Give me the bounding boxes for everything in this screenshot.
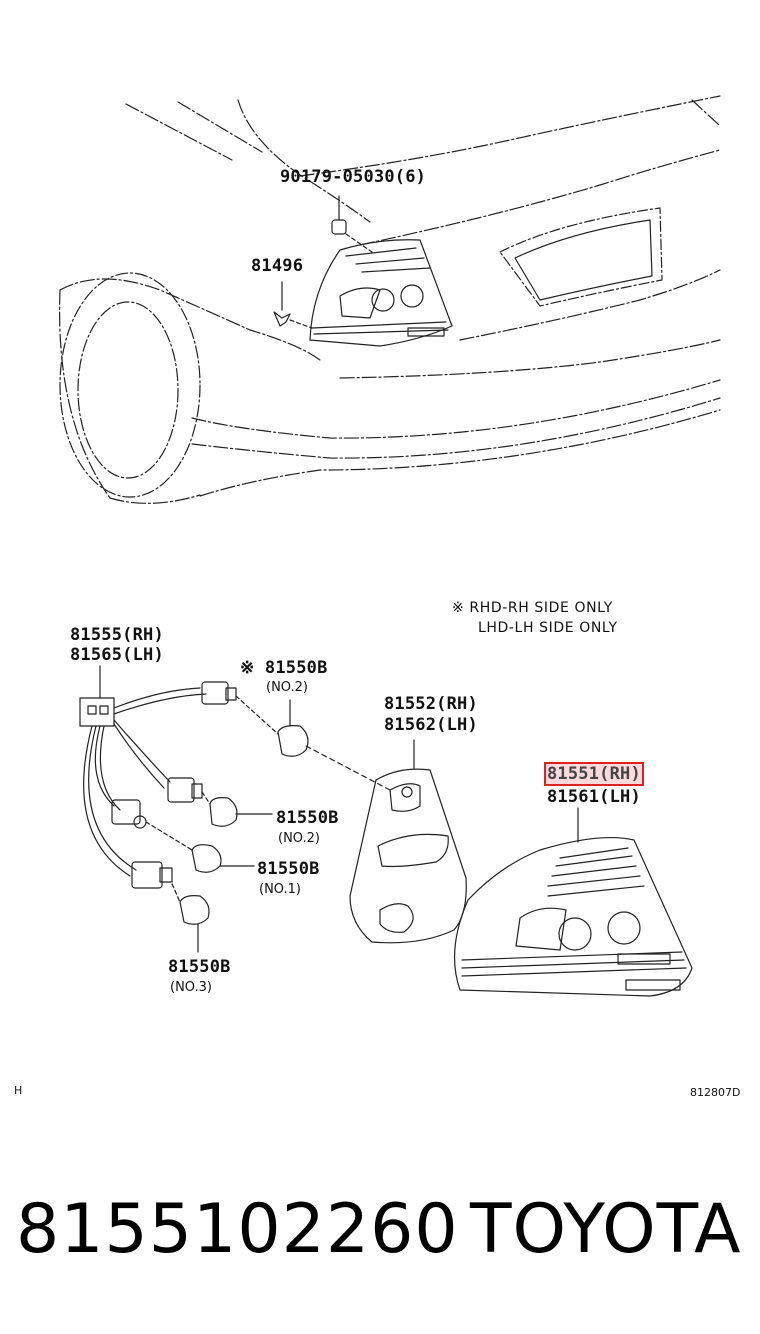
bulb-top-part: 81550B bbox=[264, 658, 328, 678]
callout-lamp-rh-highlighted[interactable]: 81551(RH) bbox=[544, 762, 644, 786]
socket-mid bbox=[111, 799, 147, 829]
callout-bulb-bottom-sub: (NO.3) bbox=[170, 980, 212, 995]
socket-upper bbox=[167, 777, 203, 803]
callout-lamp-lh: 81561(LH) bbox=[547, 787, 641, 807]
tail-lamp bbox=[453, 807, 693, 997]
mounted-tail-lamp bbox=[309, 239, 453, 347]
corner-code-left: H bbox=[14, 1084, 23, 1097]
gasket bbox=[349, 739, 467, 944]
callout-bulb-mid-sub: (NO.2) bbox=[278, 831, 320, 846]
part-number-title: 8155102260 bbox=[16, 1190, 459, 1269]
bulb-top bbox=[235, 695, 309, 757]
footer: 8155102260 TOYOTA bbox=[0, 1190, 760, 1280]
bulb-bottom bbox=[171, 883, 210, 953]
rear-wheel bbox=[59, 272, 201, 498]
note-mark: ※ bbox=[240, 658, 255, 678]
callout-clip: 81496 bbox=[251, 256, 304, 276]
license-plate-recess bbox=[499, 207, 663, 307]
screw-part bbox=[331, 195, 373, 253]
diagram-drawing bbox=[59, 95, 721, 997]
callout-socket-wire-lh: 81565(LH) bbox=[70, 645, 164, 665]
clip-part bbox=[273, 281, 313, 329]
note-line-1: ※ RHD-RH SIDE ONLY bbox=[452, 600, 613, 616]
callout-bulb-top-sub: (NO.2) bbox=[266, 680, 308, 695]
bulb-low bbox=[145, 821, 255, 873]
brand-name: TOYOTA bbox=[470, 1190, 742, 1269]
diagram-code: 812807D bbox=[690, 1086, 741, 1099]
socket-low bbox=[131, 861, 173, 889]
socket-top bbox=[201, 681, 237, 705]
callout-bulb-top: ※ 81550B bbox=[240, 658, 328, 678]
callout-bulb-low-sub: (NO.1) bbox=[259, 882, 301, 897]
callout-screw: 90179-05030(6) bbox=[280, 167, 427, 187]
callout-gasket-lh: 81562(LH) bbox=[384, 715, 478, 735]
bulb-mid bbox=[201, 791, 273, 827]
callout-bulb-low: 81550B bbox=[257, 859, 320, 879]
connector bbox=[79, 665, 115, 727]
callout-bulb-mid: 81550B bbox=[276, 808, 339, 828]
callout-socket-wire-rh: 81555(RH) bbox=[70, 625, 164, 645]
wire-harness bbox=[83, 687, 207, 877]
note-line-2: LHD-LH SIDE ONLY bbox=[478, 620, 618, 636]
car-body-outline bbox=[59, 95, 721, 504]
callout-gasket-rh: 81552(RH) bbox=[384, 694, 478, 714]
callout-bulb-bottom: 81550B bbox=[168, 957, 231, 977]
